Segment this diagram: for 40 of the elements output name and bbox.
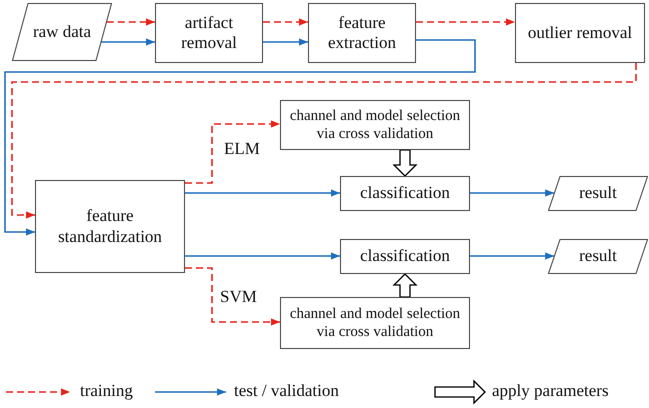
node-text: result xyxy=(578,183,618,204)
arrow xyxy=(470,189,554,197)
node-text: artifact removal xyxy=(180,12,238,54)
arrow xyxy=(11,63,637,219)
node-text: result xyxy=(578,246,618,267)
process-box xyxy=(308,3,416,63)
legend-text: training xyxy=(80,381,133,401)
process-box xyxy=(280,100,470,150)
arrow xyxy=(101,38,155,46)
arrow xyxy=(185,267,280,326)
data-parallelogram xyxy=(548,239,648,274)
process-box xyxy=(340,176,470,211)
arrow xyxy=(263,38,308,46)
data-parallelogram xyxy=(12,3,112,61)
node-text: classification xyxy=(359,246,451,267)
arrow xyxy=(185,120,280,184)
node-text: raw data xyxy=(32,22,92,42)
arrow xyxy=(106,18,155,26)
node-text: channel and model selection via cross validation xyxy=(288,107,462,143)
arrow xyxy=(185,252,340,260)
node-text: classification xyxy=(359,183,451,204)
node-text: feature extraction xyxy=(327,12,397,54)
arrow xyxy=(263,18,308,26)
process-box xyxy=(515,3,645,63)
process-box xyxy=(340,239,470,274)
hollow-arrow xyxy=(392,273,418,298)
node-text: channel and model selection via cross validation xyxy=(288,305,462,341)
arrow xyxy=(4,39,476,236)
process-box xyxy=(35,180,185,273)
hollow-arrow xyxy=(392,149,418,177)
node-text: feature standardization xyxy=(57,206,163,247)
legend-text: apply parameters xyxy=(492,381,609,401)
process-box xyxy=(280,297,470,349)
node-text: outlier removal xyxy=(526,22,634,44)
data-parallelogram xyxy=(548,176,648,211)
arrow xyxy=(416,18,515,26)
arrow xyxy=(470,252,554,260)
legend-text: test / validation xyxy=(234,381,339,401)
arrow xyxy=(185,189,340,197)
process-box xyxy=(155,3,263,63)
